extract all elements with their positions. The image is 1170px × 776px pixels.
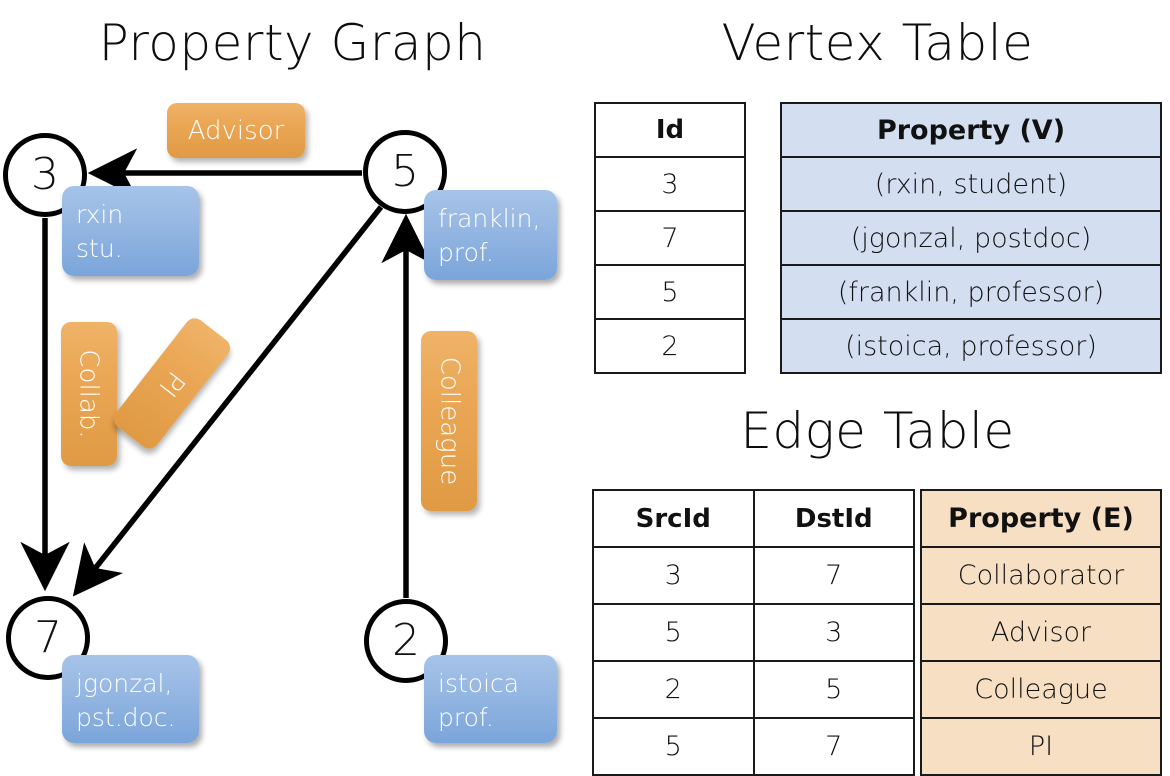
graph-edges-svg [20,148,431,598]
vertex-table-id-column: Id 3 7 5 2 [594,102,746,374]
table-row[interactable]: Collaborator [920,546,1162,605]
table-row[interactable]: PI [920,717,1162,776]
table-row[interactable]: 3 [594,156,746,212]
table-row[interactable]: 2 [594,318,746,374]
edge-label-colleague[interactable]: Colleague [421,331,477,511]
graph-node-2-id: 2 [392,615,420,666]
edge-table-property-column: Property (E) Collaborator Advisor Collea… [920,489,1162,776]
vertex-table-cell-property: (franklin, professor) [780,264,1162,320]
edge-label-colleague-text: Colleague [434,356,465,486]
edge-label-advisor[interactable]: Advisor [167,103,305,158]
table-header-row: Property (E) [920,489,1162,548]
edge-table-cell-srcid: 5 [592,603,755,662]
table-row[interactable]: 5 [594,264,746,320]
vertex-table-property-column: Property (V) (rxin, student) (jgonzal, p… [780,102,1162,374]
vertex-property-box-7[interactable]: jgonzal, pst.doc. [62,655,199,743]
vertex-property-box-2-line2: prof. [438,703,494,732]
vertex-table-cell-id: 5 [594,264,746,320]
edge-table-cell-srcid: 3 [592,546,755,605]
edge-table-cell-srcid: 2 [592,660,755,719]
table-header-row: SrcId DstId [592,489,915,548]
vertex-table-header-id: Id [594,102,746,158]
table-row[interactable]: 3 7 [592,546,915,605]
vertex-property-box-5-line1: franklin, [438,204,541,233]
vertex-table-cell-id: 7 [594,210,746,266]
table-row[interactable]: 5 3 [592,603,915,662]
edge-table-cell-property: Collaborator [920,546,1162,605]
edge-table-cell-srcid: 5 [592,717,755,776]
table-row[interactable]: (rxin, student) [780,156,1162,212]
vertex-table-cell-property: (istoica, professor) [780,318,1162,374]
graph-node-2[interactable]: 2 [364,599,448,683]
vertex-table-cell-id: 3 [594,156,746,212]
edge-table-cell-dstid: 3 [752,603,915,662]
vertex-property-box-3-line2: stu. [76,234,123,263]
table-row[interactable]: 5 7 [592,717,915,776]
property-graph-diagram: Advisor Collab. PI Colleague 3 5 7 2 rxi… [0,0,585,760]
vertex-property-box-7-line1: jgonzal, [76,669,173,698]
vertex-property-box-3[interactable]: rxin stu. [62,186,199,276]
page-title-property-graph: Property Graph [98,14,487,72]
table-header-row: Id [594,102,746,158]
edge-label-collab[interactable]: Collab. [61,322,117,466]
edge-table-cell-property: PI [920,717,1162,776]
edge-table-cell-property: Advisor [920,603,1162,662]
vertex-property-box-3-line1: rxin [76,200,124,229]
edge-table-cell-property: Colleague [920,660,1162,719]
vertex-property-box-5[interactable]: franklin, prof. [424,190,557,280]
edge-5-to-7-pi [72,205,384,597]
vertex-property-box-2[interactable]: istoica prof. [424,655,557,743]
table-row[interactable]: 2 5 [592,660,915,719]
table-row[interactable]: Colleague [920,660,1162,719]
edge-table-header-srcid: SrcId [592,489,755,548]
table-row[interactable]: (jgonzal, postdoc) [780,210,1162,266]
edge-label-collab-text: Collab. [74,349,104,439]
vertex-property-box-5-line2: prof. [438,238,494,267]
edge-label-advisor-text: Advisor [187,115,285,146]
table-row[interactable]: (franklin, professor) [780,264,1162,320]
graph-node-5[interactable]: 5 [363,130,447,214]
edge-table-header-dstid: DstId [752,489,915,548]
vertex-property-box-2-line1: istoica [438,669,520,698]
table-header-row: Property (V) [780,102,1162,158]
graph-node-5-id: 5 [391,146,419,197]
vertex-table-cell-id: 2 [594,318,746,374]
graph-node-3-id: 3 [31,149,59,200]
edge-label-pi-text: PI [152,365,192,402]
edge-table-cell-dstid: 7 [752,546,915,605]
edge-table-cell-dstid: 5 [752,660,915,719]
edge-table-cell-dstid: 7 [752,717,915,776]
edge-table-id-columns: SrcId DstId 3 7 5 3 2 5 5 7 [592,489,915,776]
vertex-table-cell-property: (rxin, student) [780,156,1162,212]
vertex-table-cell-property: (jgonzal, postdoc) [780,210,1162,266]
table-row[interactable]: 7 [594,210,746,266]
vertex-property-box-7-line2: pst.doc. [76,703,176,732]
page-title-edge-table: Edge Table [740,402,1015,460]
graph-node-7-id: 7 [34,612,62,663]
vertex-table-header-property: Property (V) [780,102,1162,158]
page-title-vertex-table: Vertex Table [721,14,1034,72]
table-row[interactable]: Advisor [920,603,1162,662]
table-row[interactable]: (istoica, professor) [780,318,1162,374]
edge-table-header-property: Property (E) [920,489,1162,548]
